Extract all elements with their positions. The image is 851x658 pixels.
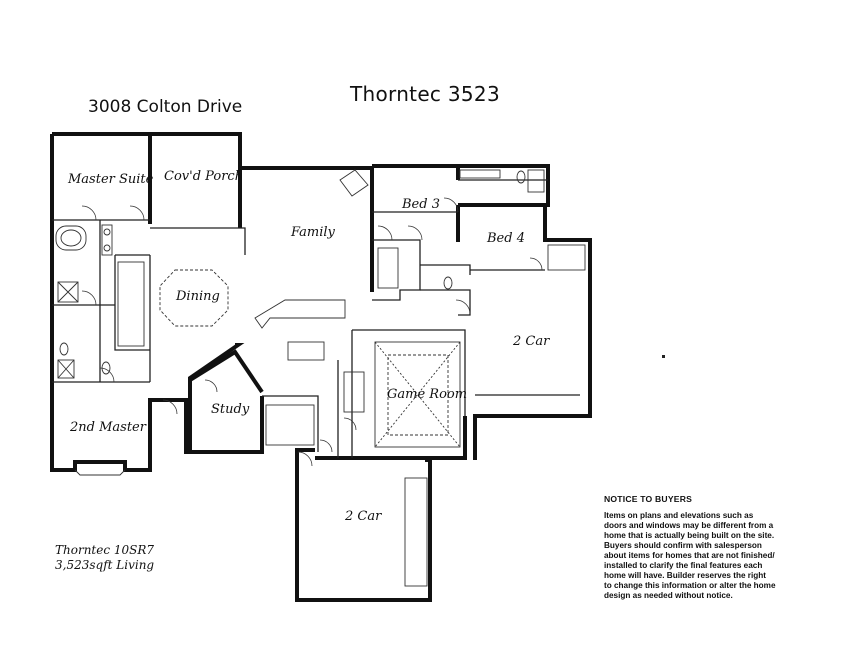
model-name: Thorntec 10SR7 [55,543,155,557]
notice-body: Items on plans and elevations such as do… [604,511,776,600]
room-bed-3: Bed 3 [401,197,440,212]
notice-to-buyers: NOTICE TO BUYERS Items on plans and elev… [604,494,809,601]
model-info: Thorntec 10SR7 3,523sqft Living [55,543,154,573]
stray-mark [662,355,665,358]
exterior-walls [50,132,592,602]
room-covd-porch: Cov'd Porch [164,169,243,184]
room-2-car-bottom: 2 Car [344,509,382,524]
interior-walls [52,179,580,458]
notice-heading: NOTICE TO BUYERS [604,494,693,504]
room-bed-4: Bed 4 [486,231,525,246]
room-master-suite: Master Suite [67,172,154,187]
room-2nd-master: 2nd Master [69,420,147,435]
room-game-room: Game Room [387,387,467,402]
room-dining: Dining [175,289,220,304]
model-living-area: 3,523sqft Living [55,558,155,572]
fixtures [55,169,586,587]
plan-title: Thorntec 3523 [350,82,500,106]
room-2-car-right: 2 Car [512,334,550,349]
address-label: 3008 Colton Drive [88,97,243,117]
room-study: Study [211,402,250,417]
room-labels: Master Suite Cov'd Porch Family Bed 3 Be… [67,169,550,524]
door-swings [81,197,543,467]
room-family: Family [290,225,336,240]
